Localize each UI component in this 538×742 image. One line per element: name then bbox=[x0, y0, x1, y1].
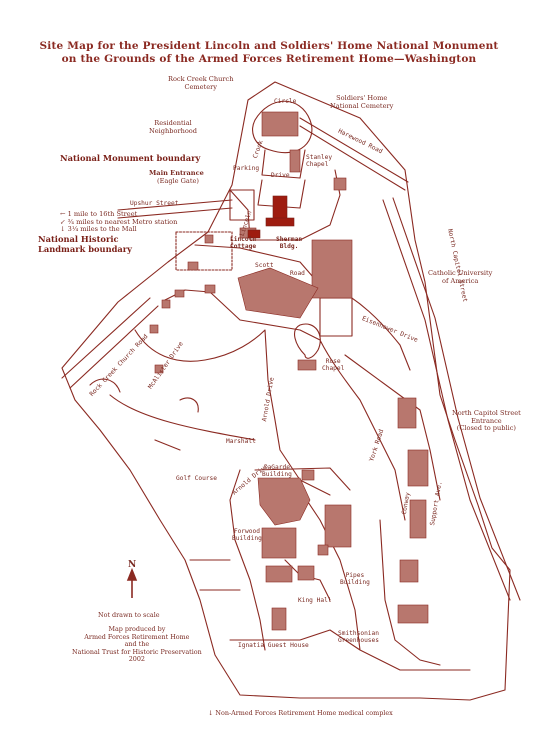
not-to-scale-note: Not drawn to scale bbox=[98, 611, 160, 619]
map-title-line-2: on the Grounds of the Armed Forces Retir… bbox=[61, 53, 477, 65]
building-sm-3 bbox=[204, 284, 216, 294]
label-upshur-street: Upshur Street bbox=[130, 200, 179, 207]
building-support bbox=[409, 499, 427, 539]
north-capitol-street-line bbox=[382, 197, 521, 601]
building-stanley bbox=[289, 149, 301, 173]
building-king bbox=[297, 565, 315, 581]
building-sm-7 bbox=[154, 364, 164, 374]
building-forwood bbox=[261, 527, 297, 559]
national-monument-boundary-label: National Monument boundary bbox=[60, 153, 201, 163]
parking-outline-1 bbox=[229, 189, 255, 221]
label-circle: Circle bbox=[274, 98, 297, 105]
monument-sherman-wing bbox=[265, 217, 295, 227]
label-ignatia: Ignatia Guest House bbox=[238, 642, 309, 649]
historic-landmark-boundary-box bbox=[175, 231, 233, 271]
upshur-street-line bbox=[117, 199, 233, 219]
building-sm-9 bbox=[317, 544, 329, 556]
label-drive: Drive bbox=[271, 172, 290, 179]
parking-outline-2 bbox=[319, 297, 353, 337]
building-lagarde bbox=[257, 477, 311, 526]
rock-creek-church-road-line bbox=[61, 297, 159, 389]
label-golf-course: Golf Course bbox=[176, 475, 217, 482]
building-sm-6 bbox=[149, 324, 159, 334]
building-harewood bbox=[333, 177, 347, 191]
building-greenhouse bbox=[397, 604, 429, 624]
harewood-road-line bbox=[299, 117, 409, 191]
building-ignatia bbox=[271, 607, 287, 631]
medical-complex-note: ↓ Non-Armed Forces Retirement Home medic… bbox=[208, 709, 393, 717]
label-marshall: Marshall bbox=[226, 438, 256, 445]
building-circle bbox=[261, 111, 299, 137]
building-sm-8 bbox=[301, 469, 315, 481]
building-scott bbox=[237, 267, 319, 319]
building-sm-5 bbox=[161, 299, 171, 309]
monument-cottage bbox=[247, 229, 261, 239]
label-parking: Parking bbox=[233, 165, 260, 172]
building-sm-4 bbox=[174, 289, 185, 298]
building-york-2 bbox=[407, 449, 429, 487]
building-sm-1 bbox=[204, 234, 214, 244]
north-label: N bbox=[128, 560, 137, 570]
label-main-entrance: Main Entrance bbox=[149, 169, 204, 177]
building-rose bbox=[297, 359, 317, 371]
label-eagle-gate: (Eagle Gate) bbox=[157, 177, 199, 185]
building-lower-2 bbox=[399, 559, 419, 583]
map-title-line-1: Site Map for the President Lincoln and S… bbox=[39, 40, 499, 52]
building-mid-right-1 bbox=[311, 239, 353, 299]
label-scott-road: Scott bbox=[255, 262, 274, 269]
golf-paths bbox=[89, 378, 199, 451]
directions-info: ← 1 mile to 16th Street↙ ¾ miles to near… bbox=[60, 210, 178, 233]
building-sm-2 bbox=[187, 261, 199, 271]
property-outline bbox=[61, 81, 511, 701]
building-pipes bbox=[324, 504, 352, 548]
building-lower-1 bbox=[265, 565, 293, 583]
internal-roads bbox=[109, 100, 471, 671]
label-king-hall: King Hall bbox=[298, 597, 332, 604]
building-york-1 bbox=[397, 397, 417, 429]
label-road: Road bbox=[290, 270, 305, 277]
